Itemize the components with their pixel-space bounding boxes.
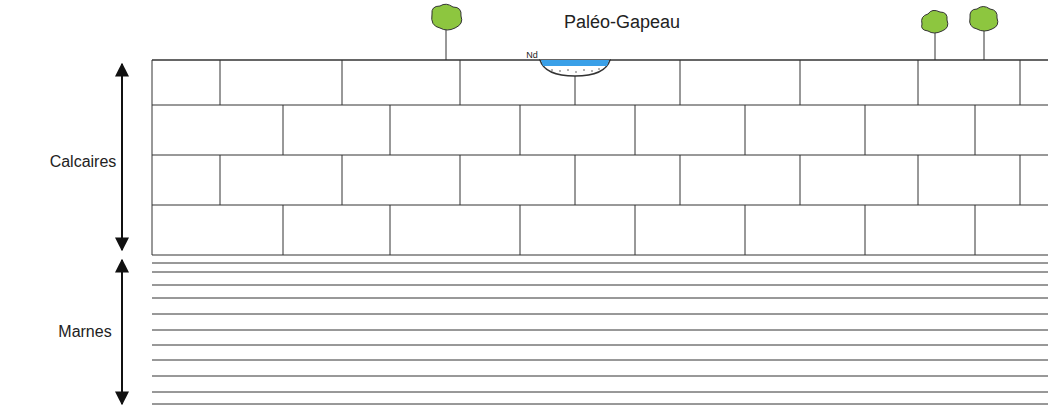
layer-name: Marnes (58, 324, 111, 340)
thickness-arrows (121, 64, 123, 404)
trees (432, 4, 998, 60)
water-level-symbol: Nd (526, 51, 538, 60)
limestone-blocks (152, 60, 1048, 255)
marl-layers (152, 263, 1048, 404)
layer-name: Calcaires (50, 154, 117, 170)
river-name: Paléo-Gapeau (564, 13, 680, 31)
river-channel (540, 60, 610, 76)
